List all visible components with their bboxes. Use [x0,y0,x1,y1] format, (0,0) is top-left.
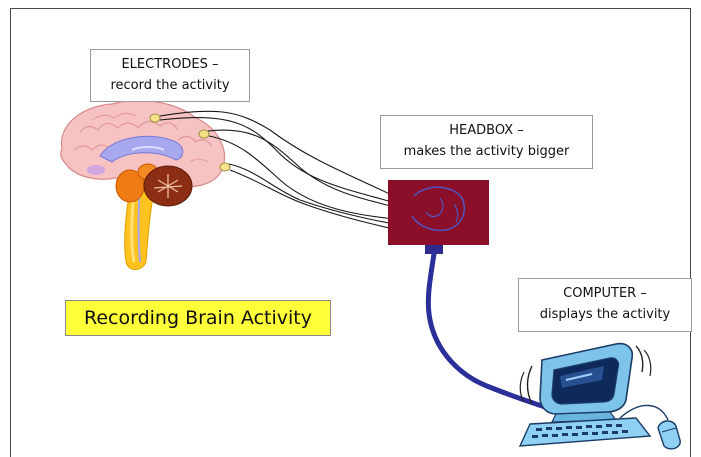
headbox-to-computer-cable [425,251,551,411]
computer-description: displays the activity [539,307,671,322]
mouse-icon [619,404,681,450]
frame-right-line [690,8,691,457]
computer-heading: COMPUTER – [563,286,647,301]
diagram-title: Recording Brain Activity [65,300,331,336]
brain-icon [60,99,226,270]
electrodes-callout: ELECTRODES – record the activity [90,49,250,102]
frame-top-line [10,8,691,9]
headbox-description: makes the activity bigger [403,144,570,159]
frame-left-line [10,8,11,457]
headbox-heading: HEADBOX – [449,123,524,138]
computer-callout: COMPUTER – displays the activity [518,278,692,332]
electrodes-description: record the activity [110,78,230,93]
electrodes-heading: ELECTRODES – [121,57,219,72]
electrode-icon [149,113,231,172]
keyboard-icon [518,417,652,447]
electrode-wires [159,110,441,241]
computer-icon [519,342,652,423]
headbox-icon [388,180,489,254]
headbox-callout: HEADBOX – makes the activity bigger [380,115,593,169]
